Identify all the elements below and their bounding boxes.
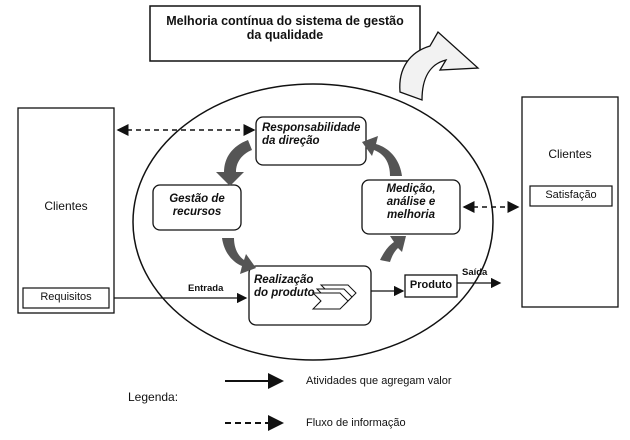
saida-label: Saída bbox=[462, 267, 488, 278]
medicao-line-3: melhoria bbox=[387, 209, 435, 222]
cycle-arrow-top-right bbox=[362, 136, 402, 176]
diagram-title: Melhoria contínua do sistema de gestão d… bbox=[150, 14, 420, 43]
requisitos-label: Requisitos bbox=[40, 291, 92, 303]
gestao-line-1: Gestão de bbox=[169, 193, 225, 205]
box-produto bbox=[404, 274, 458, 298]
title-line-2: da qualidade bbox=[246, 28, 324, 43]
legend-title: Legenda: bbox=[128, 390, 179, 404]
legend-solid-label: Atividades que agregam valor bbox=[306, 375, 452, 387]
left-clients-heading: Clientes bbox=[44, 199, 88, 213]
requisitos-box bbox=[22, 287, 110, 309]
box-medicao bbox=[361, 179, 461, 235]
title-line-1: Melhoria contínua do sistema de gestão bbox=[166, 14, 404, 28]
title-box bbox=[149, 5, 421, 62]
chevron-stack-icon bbox=[311, 284, 357, 310]
box-gestao bbox=[152, 184, 242, 231]
satisfacao-label: Satisfação bbox=[545, 189, 597, 201]
satisfacao-box bbox=[529, 185, 613, 207]
left-clients-panel bbox=[17, 107, 115, 314]
realizacao-line-2: do produto bbox=[254, 287, 315, 300]
produto-label: Produto bbox=[409, 279, 453, 291]
gestao-line-2: recursos bbox=[172, 206, 222, 219]
gestao-label: Gestão de recursos bbox=[153, 193, 241, 219]
cycle-arrow-top-left bbox=[216, 140, 252, 186]
box-realizacao bbox=[248, 265, 372, 326]
responsabilidade-label: Responsabilidade da direção bbox=[262, 122, 360, 148]
realizacao-label: Realização do produto bbox=[254, 274, 315, 300]
legend-dashed-label: Fluxo de informação bbox=[306, 417, 406, 429]
medicao-line-2: análise e bbox=[386, 196, 436, 209]
cycle-arrows bbox=[216, 136, 406, 274]
medicao-line-1: Medição, bbox=[386, 183, 436, 195]
responsabilidade-line-1: Responsabilidade bbox=[262, 122, 361, 134]
cycle-arrow-bottom-left bbox=[222, 238, 256, 274]
realizacao-line-1: Realização bbox=[254, 274, 314, 286]
responsabilidade-line-2: da direção bbox=[262, 135, 320, 148]
entrada-label: Entrada bbox=[188, 283, 224, 294]
improvement-arrow bbox=[399, 30, 480, 101]
medicao-label: Medição, análise e melhoria bbox=[362, 183, 460, 223]
cycle-arrow-bottom-right bbox=[380, 236, 406, 262]
right-clients-heading: Clientes bbox=[548, 147, 592, 161]
